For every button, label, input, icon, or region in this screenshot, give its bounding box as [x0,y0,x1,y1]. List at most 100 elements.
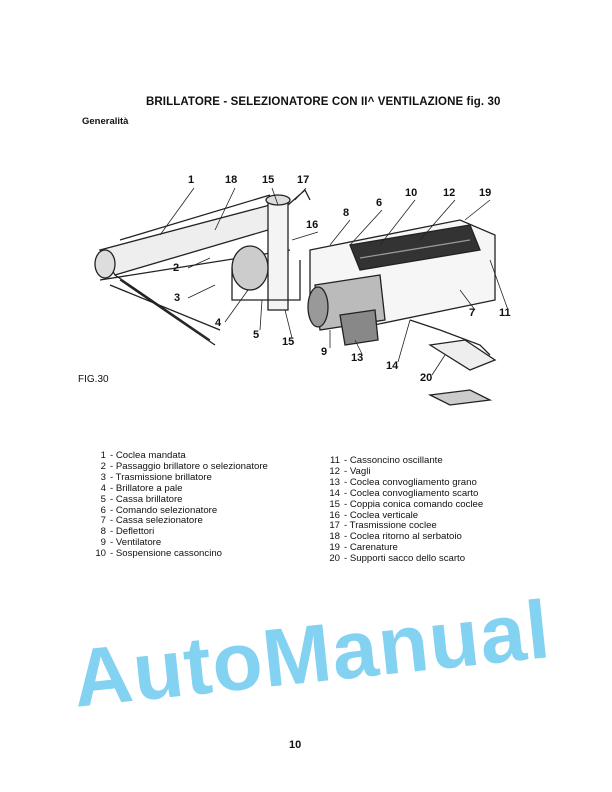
callout-16: 16 [306,219,319,231]
legend-item: 4 - Brillatore a pale [88,482,268,495]
legend-item: 6 - Comando selezionatore [88,504,268,517]
legend-item: 16 - Coclea verticale [322,509,483,522]
callout-12: 12 [443,187,456,199]
legend-text: - Deflettori [110,526,155,538]
callout-6: 6 [376,197,383,209]
arm [109,284,221,331]
legend-text: - Coppia conica comando coclee [344,498,484,510]
callout-10: 10 [405,187,418,199]
legend-number: 1 [100,450,106,461]
legend-item: 11 - Cassoncino oscillante [322,455,483,467]
legend-text: - Coclea ritorno al serbatoio [344,531,462,543]
legend-text: - Cassa brillatore [110,493,183,505]
legend-item: 3 - Trasmissione brillatore [88,471,268,484]
grain-auger [339,309,379,346]
legend-number: 17 [329,520,340,532]
legend-number: 12 [329,465,340,477]
callout-8: 8 [343,207,350,219]
sieve-line [359,239,471,259]
figure-label: FIG.30 [78,374,109,385]
vertical-auger-top [265,194,291,206]
legend-text: - Carenature [344,542,398,554]
legend-left: 1 - Coclea mandata 2 - Passaggio brillator… [88,450,268,560]
legend-item: 17 - Trasmissione coclee [322,521,483,532]
legend-number: 5 [100,493,106,505]
legend-number: 11 [330,455,340,466]
legend-text: - Vagli [344,465,371,477]
brillatore-housing [231,260,301,301]
legend-text: - Trasmissione coclee [344,520,437,532]
fan-end [307,286,329,328]
legend-item: 5 - Cassa brillatore [88,493,268,506]
legend-item: 7 - Cassa selezionatore [88,516,268,527]
legend-number: 13 [329,476,340,488]
auger-end [94,249,116,279]
discharge-plate [428,339,497,371]
callout-4: 4 [215,317,222,329]
legend-number: 18 [329,531,340,543]
callout-9: 9 [321,346,328,358]
legend-number: 20 [329,553,340,565]
legend-item: 18 - Coclea ritorno al serbatoio [322,531,483,543]
legend-item: 19 - Carenature [322,542,483,554]
belt [114,274,216,346]
legend-text: - Coclea convogliamento grano [344,476,477,488]
legend-number: 15 [329,498,340,510]
legend-number: 7 [100,515,106,527]
legend-text: - Cassoncino oscillante [344,455,443,466]
legend-text: - Coclea convogliamento scarto [344,487,479,499]
legend-number: 16 [329,509,340,521]
legend-text: - Supporti sacco dello scarto [344,553,466,565]
legend-item: 14 - Coclea convogliamento scarto [322,487,483,500]
bag-support [427,389,493,406]
legend-number: 3 [100,471,106,483]
legend-text: - Passaggio brillatore o selezionatore [110,460,268,472]
callout-15: 15 [262,174,275,186]
callout-11: 11 [499,307,511,319]
legend-number: 6 [100,504,106,516]
callout-7: 7 [469,307,476,319]
callout-20: 20 [420,372,433,384]
legend-number: 2 [100,460,106,472]
legend-text: - Brillatore a pale [110,482,183,494]
callout-17: 17 [297,174,310,186]
page-title: BRILLATORE - SELEZIONATORE CON II^ VENTI… [146,96,501,108]
auger-drive [287,188,311,206]
callout-1: 1 [188,174,195,186]
callout-13: 13 [351,352,364,364]
legend-number: 4 [100,482,106,494]
vertical-auger [267,199,289,311]
callout-19: 19 [479,187,492,199]
legend-item: 8 - Deflettori [88,526,268,538]
legend-text: - Trasmissione brillatore [110,471,212,483]
legend-item: 20 - Supporti sacco dello scarto [322,553,483,565]
callout-5: 5 [253,329,260,341]
callout-15b: 15 [282,336,295,348]
callout-3: 3 [174,292,181,304]
legend-item: 15 - Coppia conica comando coclee [322,498,484,511]
legend-item: 2 - Passaggio brillatore o selezionatore [88,460,268,473]
legend-right: 11 - Cassoncino oscillante 12 - Vagli 13 - … [322,455,484,565]
legend-number: 10 [95,548,106,560]
callout-2: 2 [173,262,180,274]
legend-text: - Sospensione cassoncino [110,548,222,560]
legend-item: 12 - Vagli [322,465,483,478]
legend-number: 19 [329,542,340,554]
legend-text: - Coclea mandata [110,450,186,461]
legend-number: 14 [329,487,340,499]
leader-lines [159,187,509,376]
legend-text: - Ventilatore [110,537,162,549]
legend-item: 10 - Sospensione cassoncino [88,548,268,560]
legend-text: - Comando selezionatore [110,504,218,516]
legend-item: 9- Ventilatore [88,537,268,549]
section-subtitle: Generalità [82,116,129,127]
legend-text: - Cassa selezionatore [110,515,203,527]
callout-18: 18 [225,174,238,186]
page-number: 10 [289,739,302,751]
discharge-arm [409,319,491,356]
legend-item: 13 - Coclea convogliamento grano [322,476,483,489]
legend-text: - Coclea verticale [344,509,419,521]
legend-item: 1 - Coclea mandata [88,450,268,462]
legend-number: 8 [100,526,106,538]
